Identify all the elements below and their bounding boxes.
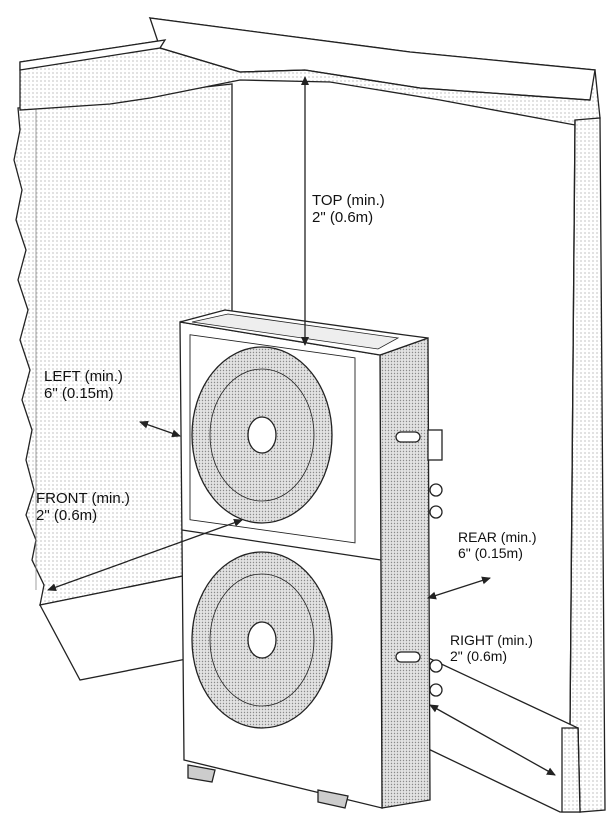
right-wall	[569, 117, 606, 813]
rear-arrow	[427, 576, 491, 600]
left-clearance-value: 6" (0.15m)	[44, 385, 114, 402]
rear-clearance-value: 6" (0.15m)	[458, 545, 523, 561]
rear-clearance-title: REAR (min.)	[458, 529, 537, 545]
ceiling-slab	[19, 17, 601, 126]
left-clearance-title: LEFT (min.)	[44, 368, 123, 385]
top-clearance-title: TOP (min.)	[312, 192, 385, 209]
lower-fan	[191, 551, 333, 729]
top-clearance-label: TOP (min.) 2" (0.6m)	[312, 192, 385, 226]
right-clearance-value: 2" (0.6m)	[450, 648, 508, 664]
front-clearance-label: FRONT (min.) 2" (0.6m)	[36, 490, 130, 524]
right-arrow	[429, 704, 556, 776]
left-clearance-label: LEFT (min.) 6" (0.15m)	[44, 368, 123, 402]
front-clearance-value: 2" (0.6m)	[36, 507, 98, 524]
left-wall	[13, 83, 233, 606]
upper-fan	[191, 346, 333, 524]
top-clearance-value: 2" (0.6m)	[312, 209, 374, 226]
right-clearance-label: RIGHT (min.) 2" (0.6m)	[450, 632, 533, 664]
clearance-arrows	[47, 76, 556, 776]
left-arrow	[139, 420, 181, 438]
outdoor-unit	[179, 309, 443, 809]
rear-clearance-label: REAR (min.) 6" (0.15m)	[458, 529, 537, 561]
right-clearance-title: RIGHT (min.)	[450, 632, 533, 648]
front-arrow	[47, 518, 243, 592]
front-clearance-title: FRONT (min.)	[36, 490, 130, 507]
